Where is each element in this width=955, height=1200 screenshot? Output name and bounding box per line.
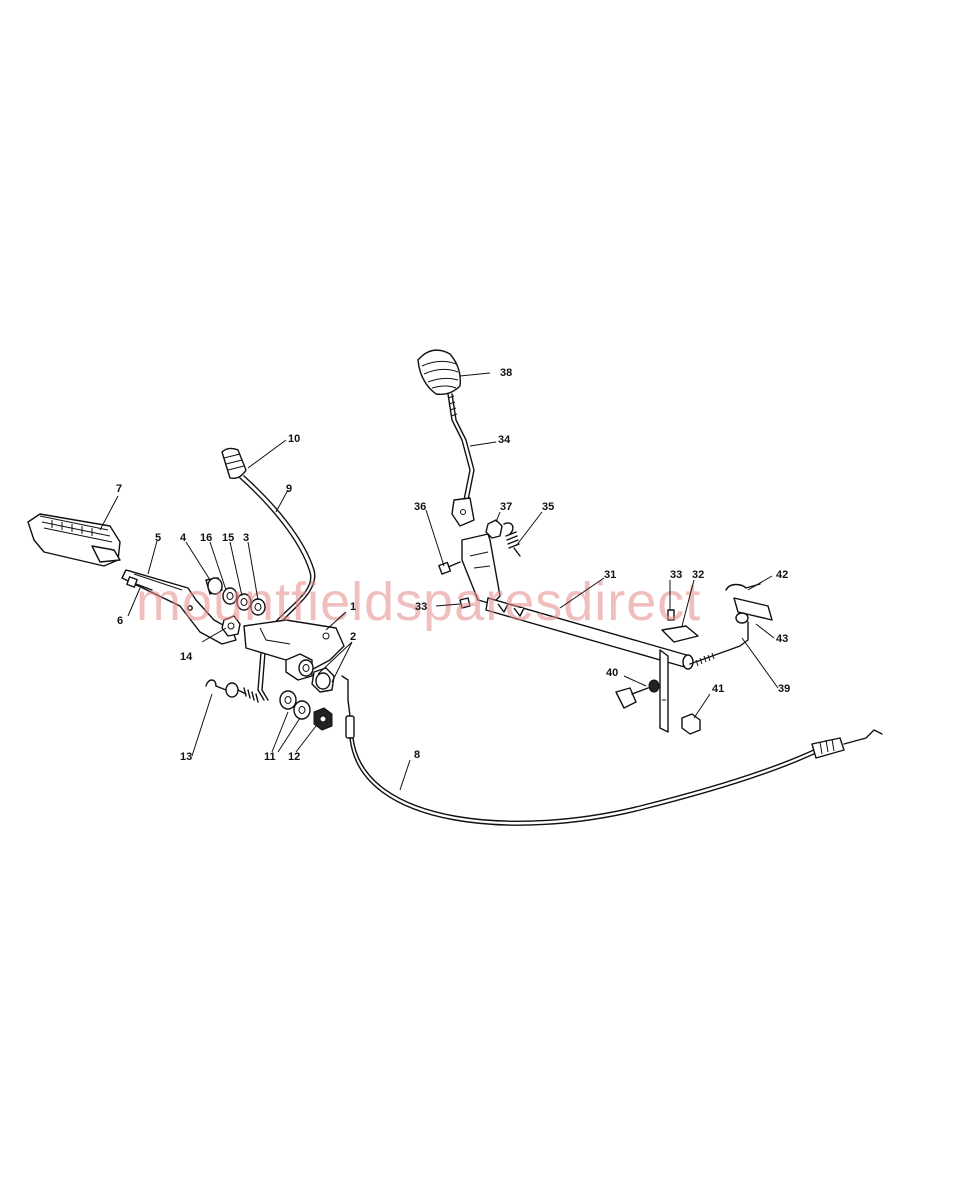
- label-4: 4: [180, 532, 187, 544]
- shaft: [485, 597, 694, 733]
- label-33a: 33: [670, 569, 682, 581]
- bolt: [126, 576, 153, 591]
- gear-lever-assembly: [417, 349, 773, 735]
- washer-stack: [205, 577, 266, 616]
- pivot-bolt: [615, 679, 660, 709]
- pedal-pad: [27, 513, 121, 567]
- watermark: mountfieldsparesdirect: [136, 572, 701, 632]
- label-35: 35: [542, 501, 554, 513]
- label-34: 34: [498, 434, 511, 446]
- screw: [459, 597, 471, 609]
- label-12: 12: [288, 751, 300, 763]
- clip-and-plate: [725, 583, 773, 624]
- hand-lever: [221, 447, 316, 701]
- nut: [221, 615, 241, 637]
- return-spring: [205, 679, 259, 703]
- lower-washers: [279, 690, 333, 731]
- label-39: 39: [778, 683, 790, 695]
- label-15: 15: [222, 532, 234, 544]
- label-13: 13: [180, 751, 192, 763]
- label-8: 8: [414, 749, 420, 761]
- label-31: 31: [604, 569, 616, 581]
- label-5: 5: [155, 532, 161, 544]
- label-9: 9: [286, 483, 292, 495]
- nut: [681, 713, 701, 735]
- part-labels: 1 2 3 4 5 6 7 8 9 10 11 12 13 14 15 16 3…: [116, 367, 790, 763]
- label-10: 10: [288, 433, 300, 445]
- label-1: 1: [350, 601, 356, 613]
- label-16: 16: [200, 532, 212, 544]
- clamp: [661, 609, 699, 643]
- pedal-arm: [121, 569, 237, 645]
- control-cable: [341, 675, 883, 826]
- brake-pedal-assembly: [27, 447, 345, 731]
- label-11: 11: [264, 751, 276, 763]
- label-43: 43: [776, 633, 788, 645]
- lever-spring: [503, 522, 521, 557]
- label-41: 41: [712, 683, 724, 695]
- gear-knob: [417, 349, 461, 396]
- label-32: 32: [692, 569, 704, 581]
- label-37: 37: [500, 501, 512, 513]
- label-2: 2: [350, 631, 356, 643]
- label-38: 38: [500, 367, 512, 379]
- label-7: 7: [116, 483, 122, 495]
- lever-nut: [485, 519, 503, 539]
- label-36: 36: [414, 501, 426, 513]
- label-40: 40: [606, 667, 618, 679]
- label-3: 3: [243, 532, 249, 544]
- leader-lines: [99, 372, 779, 791]
- label-33b: 33: [415, 601, 427, 613]
- bracket: [243, 619, 345, 677]
- bushings: [285, 653, 335, 693]
- label-14: 14: [180, 651, 193, 663]
- label-42: 42: [776, 569, 788, 581]
- label-6: 6: [117, 615, 123, 627]
- linkage-rod: [689, 621, 749, 667]
